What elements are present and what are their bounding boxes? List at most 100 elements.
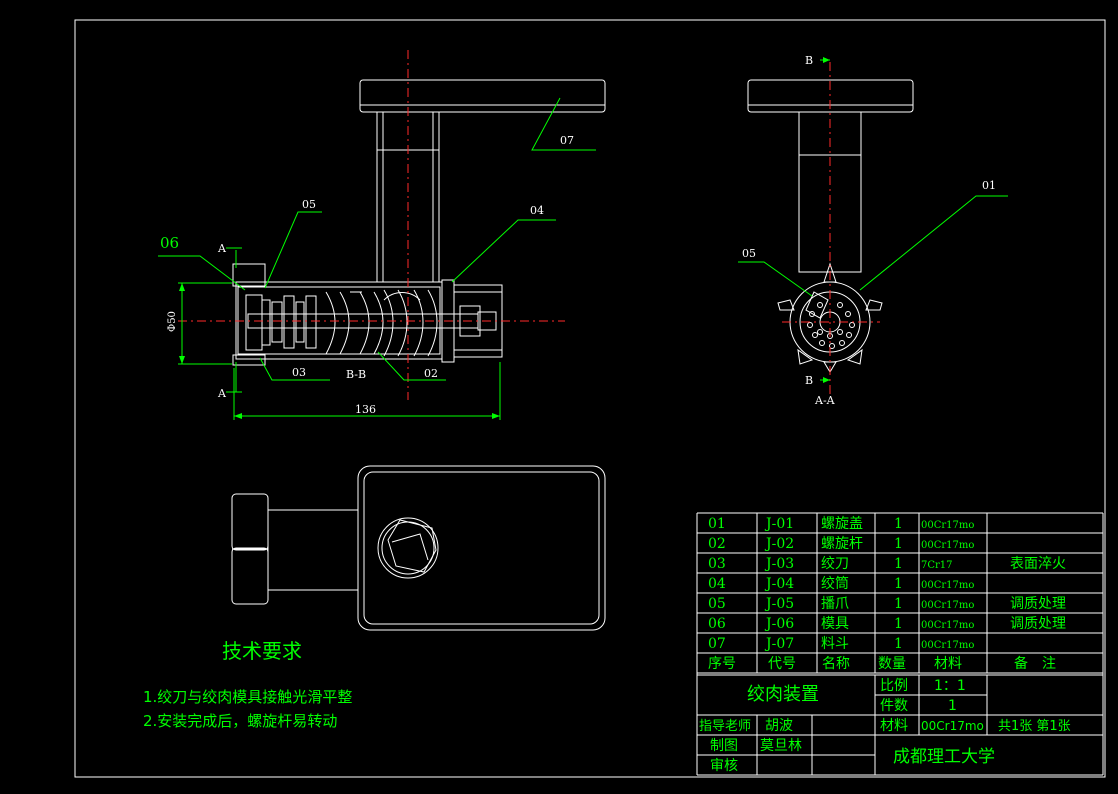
- bom-cell-name: 播爪: [821, 596, 849, 612]
- tech-req-line-1: 1.绞刀与绞肉模具接触光滑平整: [143, 688, 352, 706]
- scale-value: 1：1: [934, 678, 966, 694]
- top-feed-opening: [377, 517, 439, 579]
- bom-cell-code: J-05: [764, 596, 794, 612]
- bom-header-qty: 数量: [878, 656, 906, 672]
- instructor-name: 胡波: [765, 718, 793, 734]
- drafter-label: 制图: [710, 738, 738, 754]
- bom-cell-qty: 1: [894, 556, 903, 572]
- side-die-holes: [807, 302, 855, 349]
- view-bb-label: B-B: [346, 368, 366, 381]
- count-label: 件数: [880, 698, 908, 714]
- drafter-name: 莫旦林: [760, 738, 802, 754]
- bom-cell-code: J-03: [764, 556, 794, 572]
- section-a-bottom-label: A: [217, 387, 227, 400]
- balloon-05-main: 05: [302, 198, 316, 211]
- bom-header-material: 材料: [934, 656, 962, 672]
- bom-cell-code: J-02: [764, 536, 794, 552]
- bom-cell-qty: 1: [894, 596, 903, 612]
- bom-cell-material: 00Cr17mo: [921, 580, 974, 591]
- section-b-top-label: B: [805, 54, 813, 67]
- bom-cell-qty: 1: [894, 616, 903, 632]
- tech-req-title: 技术要求: [222, 639, 302, 663]
- view-aa-label: A-A: [814, 394, 836, 407]
- scale-label: 比例: [880, 678, 908, 694]
- bom-cell-code: J-06: [764, 616, 794, 632]
- bom-cell-material: 00Cr17mo: [921, 640, 974, 651]
- bom-cell-qty: 1: [894, 576, 903, 592]
- bom-cell-code: J-07: [764, 636, 794, 652]
- section-a-top-label: A: [217, 242, 227, 255]
- bom-header-name: 名称: [822, 656, 850, 672]
- sheet-count: 共1张 第1张: [998, 719, 1071, 734]
- top-hopper-plate: [357, 465, 606, 631]
- screw-flights: [325, 289, 438, 357]
- bom-cell-remark: 调质处理: [1010, 596, 1066, 612]
- reviewer-label: 审核: [710, 758, 738, 774]
- balloon-05-side: 05: [742, 247, 756, 260]
- material-value: 00Cr17mo: [921, 719, 984, 733]
- bom-cell-name: 料斗: [821, 636, 849, 652]
- main-section-view: A A Φ50 136 B-B 05 06 03 02 04 07: [158, 50, 606, 420]
- bom-header: 序号 代号 名称 数量 材料 备 注: [708, 655, 1056, 672]
- bom-row: 04 J-04 绞筒 1 00Cr17mo: [708, 575, 974, 592]
- bom-cell-material: 7Cr17: [921, 560, 953, 571]
- bom-cell-material: 00Cr17mo: [921, 520, 974, 531]
- bom-cell-no: 01: [708, 516, 726, 532]
- length-dimension: 136: [355, 403, 376, 416]
- bom-table: [696, 512, 1104, 776]
- balloon-07: 07: [560, 134, 574, 147]
- count-value: 1: [948, 698, 957, 714]
- diameter-dimension: Φ50: [167, 311, 178, 332]
- bom-cell-no: 04: [708, 576, 726, 592]
- bom-cell-material: 00Cr17mo: [921, 540, 974, 551]
- bom-row: 02 J-02 螺旋杆 1 00Cr17mo: [708, 536, 974, 552]
- section-b-bottom-label: B: [805, 374, 813, 387]
- top-handle-lower: [231, 547, 269, 605]
- instructor-label: 指导老师: [699, 719, 751, 734]
- bom-cell-name: 螺旋盖: [821, 516, 863, 532]
- side-view: B B A-A 01 05: [738, 54, 1008, 407]
- balloon-02: 02: [424, 367, 438, 380]
- bom-cell-name: 螺旋杆: [821, 536, 863, 552]
- bom-header-remark: 备 注: [1014, 655, 1056, 672]
- bom-cell-material: 00Cr17mo: [921, 620, 974, 631]
- bom-row: 03 J-03 绞刀 1 7Cr17 表面淬火: [708, 555, 1066, 572]
- balloon-01: 01: [982, 179, 996, 192]
- bom-cell-code: J-01: [764, 516, 794, 532]
- bom-cell-no: 07: [708, 636, 726, 652]
- top-view: [231, 465, 606, 631]
- bom-cell-code: J-04: [764, 576, 794, 592]
- drawing-frame: [74, 19, 1106, 778]
- title-block: 绞肉装置 比例 1：1 件数 1 材料 00Cr17mo 共1张 第1张 指导老…: [697, 674, 1103, 775]
- bom-row: 06 J-06 模具 1 00Cr17mo 调质处理: [708, 616, 1066, 632]
- bom-header-no: 序号: [708, 656, 736, 672]
- bom-cell-name: 绞筒: [821, 575, 849, 592]
- bom-cell-name: 模具: [821, 616, 849, 632]
- balloon-06: 06: [160, 234, 179, 252]
- drawing-name: 绞肉装置: [747, 684, 819, 705]
- top-barrel: [267, 509, 359, 591]
- bom-cell-remark: 表面淬火: [1010, 556, 1066, 572]
- bom-cell-no: 06: [708, 616, 726, 632]
- hopper-tray: [359, 79, 606, 113]
- bom-cell-material: 00Cr17mo: [921, 600, 974, 611]
- bom-cell-name: 绞刀: [821, 555, 849, 572]
- bom-cell-no: 03: [708, 556, 726, 572]
- bom-row: 07 J-07 料斗 1 00Cr17mo: [708, 636, 974, 652]
- bom-cell-qty: 1: [894, 516, 903, 532]
- bom-header-code: 代号: [768, 656, 796, 672]
- balloon-03: 03: [292, 366, 306, 379]
- bom-cell-no: 02: [708, 536, 726, 552]
- bom-cell-qty: 1: [894, 636, 903, 652]
- die-cap: [232, 263, 266, 287]
- bom-cell-remark: 调质处理: [1010, 616, 1066, 632]
- material-label: 材料: [880, 718, 908, 734]
- tech-req-line-2: 2.安装完成后，螺旋杆易转动: [143, 712, 337, 730]
- bom-cell-qty: 1: [894, 536, 903, 552]
- school-name: 成都理工大学: [893, 747, 995, 767]
- bom-row: 01 J-01 螺旋盖 1 00Cr17mo: [708, 516, 974, 532]
- top-handle-upper: [231, 493, 269, 551]
